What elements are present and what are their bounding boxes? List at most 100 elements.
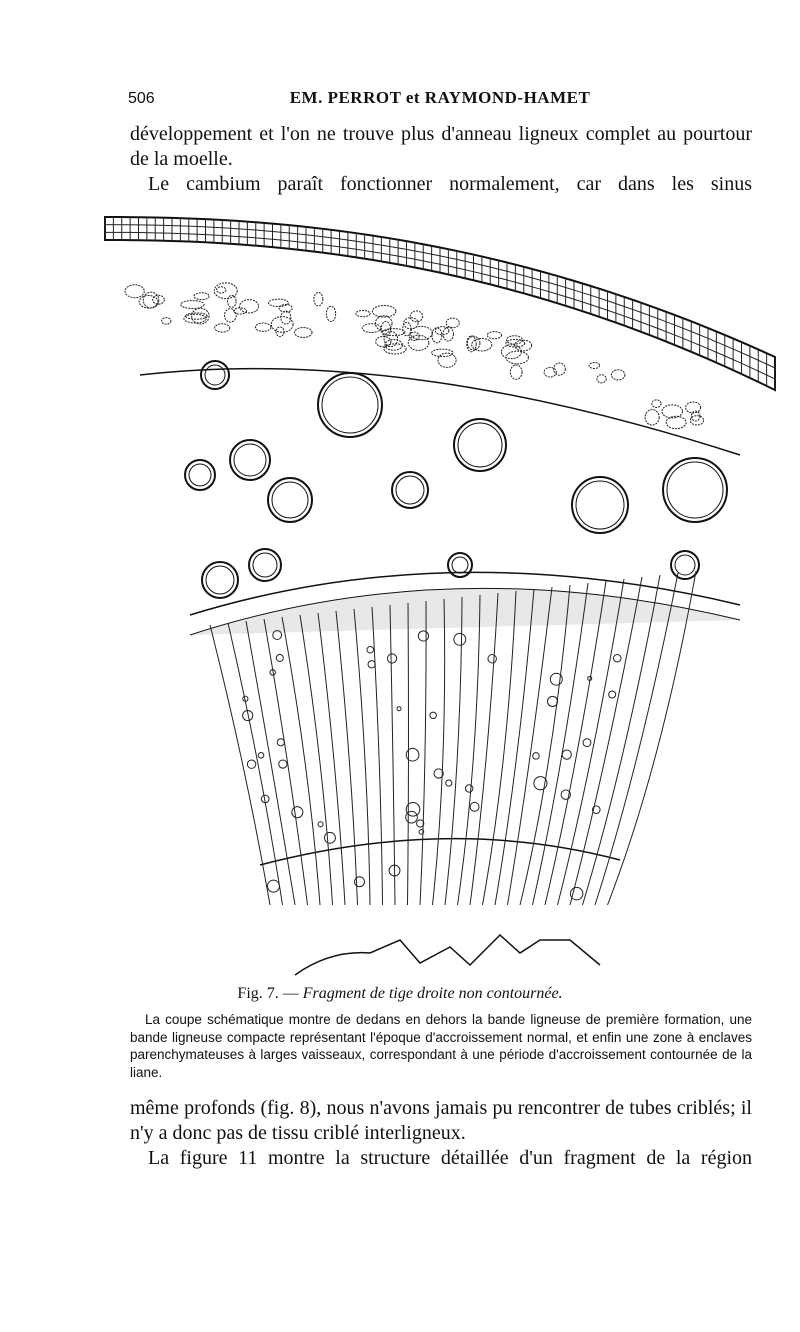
small-vessel: [272, 630, 283, 640]
small-vessel: [549, 672, 563, 686]
ray-line: [457, 594, 481, 906]
parenchyma-cluster: [124, 284, 145, 299]
parenchyma-cluster: [355, 309, 371, 318]
ray-line: [245, 620, 296, 906]
parenchyma-cluster: [185, 312, 208, 320]
small-vessel: [433, 768, 444, 779]
small-vessel: [354, 876, 365, 888]
ray-line: [419, 600, 427, 906]
vessel-inner: [674, 554, 696, 576]
parenchyma-cluster: [382, 328, 406, 337]
vessel: [317, 372, 383, 438]
ray-line: [482, 590, 517, 906]
small-vessel: [276, 738, 285, 747]
parenchyma-cluster: [685, 401, 702, 414]
vessel-inner: [451, 556, 469, 574]
paragraph: Le cambium paraît fonctionner normalemen…: [148, 173, 752, 195]
parenchyma-cluster: [408, 331, 420, 342]
parenchyma-cluster: [445, 317, 460, 329]
small-vessel: [453, 632, 467, 646]
vessel-inner: [233, 443, 267, 477]
paragraph: La figure 11 montre la structure détaill…: [148, 1147, 752, 1169]
vessel-inner: [321, 376, 379, 434]
parenchyma-cluster: [466, 335, 481, 351]
ray-line: [594, 572, 679, 906]
ray-line: [371, 606, 383, 906]
parenchyma-cluster: [665, 415, 687, 430]
parenchyma-cluster: [437, 352, 457, 368]
vessel: [229, 439, 271, 481]
small-vessel: [608, 690, 617, 699]
ray-line: [544, 580, 607, 906]
parenchyma-cluster: [183, 313, 207, 324]
vessel-inner: [575, 480, 625, 530]
parenchyma-cluster: [610, 369, 626, 381]
small-vessel: [561, 749, 572, 760]
small-vessel: [487, 654, 497, 664]
parenchyma-cluster: [407, 334, 430, 351]
small-vessel: [405, 802, 421, 817]
parenchyma-cluster: [142, 291, 160, 309]
vessel: [453, 418, 507, 472]
cork-cell-wall: [104, 224, 776, 369]
parenchyma-cluster: [442, 326, 454, 342]
parenchyma-cluster: [500, 344, 522, 360]
small-vessel: [260, 794, 270, 804]
body-text-bottom: même profonds (fig. 8), nous n'avons jam…: [130, 1096, 752, 1171]
small-vessel: [275, 653, 284, 662]
vessel-inner: [188, 463, 212, 487]
small-vessel: [417, 630, 430, 642]
figure-label: Fig. 7. —: [237, 985, 299, 1002]
small-vessel: [560, 789, 571, 800]
parenchyma-cluster: [466, 335, 477, 353]
parenchyma-cluster: [233, 307, 248, 315]
parenchyma-cluster: [375, 335, 392, 348]
boundary: [139, 367, 741, 456]
vessel: [201, 561, 239, 599]
parenchyma-cluster: [275, 326, 285, 338]
parenchyma-cluster: [161, 317, 172, 325]
figure-title: Fig. 7. — Fragment de tige droite non co…: [0, 985, 800, 1003]
small-vessel: [469, 801, 480, 812]
parenchyma-cluster: [409, 325, 433, 341]
vessel-inner: [252, 552, 278, 578]
ray-line: [469, 592, 499, 906]
ray-line: [432, 598, 446, 906]
paragraph-continued: même profonds (fig. 8), nous n'avons jam…: [130, 1097, 752, 1144]
parenchyma-cluster: [383, 330, 399, 348]
ray-line: [607, 570, 697, 906]
parenchyma-cluster: [434, 326, 450, 336]
parenchyma-cluster: [138, 295, 159, 309]
parenchyma-cluster: [553, 362, 566, 376]
parenchyma-cluster: [588, 361, 601, 369]
parenchyma-cluster: [191, 307, 210, 325]
figure-caption: La coupe schématique montre de dedans en…: [130, 1011, 752, 1081]
small-vessel: [418, 829, 425, 835]
small-vessel: [246, 759, 257, 769]
vessel-inner: [395, 475, 425, 505]
small-vessel: [367, 660, 376, 669]
vessel: [200, 360, 230, 390]
parenchyma-cluster: [180, 300, 205, 309]
small-vessel: [405, 810, 418, 824]
parenchyma-cluster: [214, 323, 231, 333]
parenchyma-cluster: [293, 327, 313, 338]
small-vessel: [546, 695, 559, 708]
vessel: [571, 476, 629, 534]
figure-7-stem-section-drawing: [104, 215, 776, 976]
parenchyma-cluster: [270, 316, 294, 333]
vessel: [670, 550, 700, 580]
parenchyma-cluster: [543, 366, 557, 378]
small-vessel: [464, 784, 474, 793]
parenchyma-cluster: [313, 292, 324, 307]
figure-title-text: Fragment de tige droite non contournée.: [302, 985, 563, 1002]
small-vessel: [388, 864, 401, 877]
small-vessel: [396, 706, 402, 712]
ray-line: [494, 588, 535, 906]
vessel: [391, 471, 429, 509]
parenchyma-cluster: [254, 322, 272, 332]
cork-cell-wall: [104, 231, 776, 380]
ray-line: [353, 608, 371, 906]
parenchyma-cluster: [644, 409, 660, 426]
small-vessel: [242, 709, 254, 722]
